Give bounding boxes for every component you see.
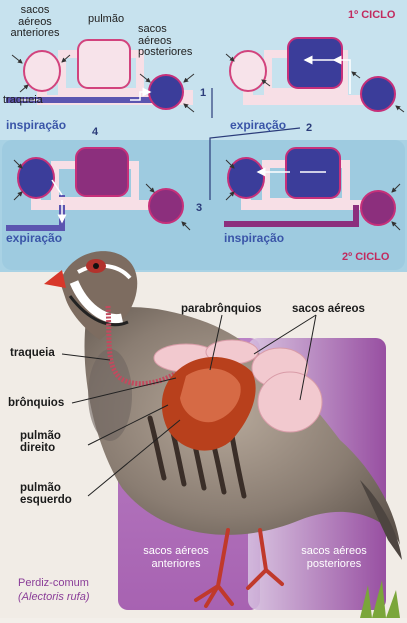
label-pulmao: pulmão [88,13,125,25]
trachea [105,305,180,387]
step-number-1: 1 [200,87,207,99]
label-posterior-box: sacos aéreos posteriores [301,545,367,571]
label-parabronquios: parabrônquios [181,303,262,315]
label-species-latin: (Alectoris rufa) [18,591,90,603]
label-sacos-posteriores: sacos aéreos posteriores [138,23,193,59]
label-cycle-1: 1º CICLO [348,9,396,21]
label-anterior-box: sacos aéreos anteriores [143,545,209,571]
label-traqueia-panel: traqueia [3,94,43,106]
label-step1-inspiracao: inspiração [6,118,67,132]
label-cycle-2: 2º CICLO [342,251,390,263]
label-traqueia: traqueia [10,347,55,359]
step1-diagram [6,39,195,113]
label-sacos-anteriores: sacos aéreos anteriores [10,4,60,40]
lung-left [180,368,241,423]
step4-diagram [6,147,191,231]
grass [360,580,400,618]
step-number-4: 4 [92,126,99,138]
label-species: Perdiz-comum [18,577,89,589]
label-step4-expiracao: expiração [6,231,63,245]
step3-diagram [224,147,401,231]
label-pulmao-esquerdo: pulmão esquerdo [20,482,72,507]
leader-lines [61,314,317,497]
label-bronquios: brônquios [8,397,65,409]
label-sacos-aereos: sacos aéreos [292,303,365,315]
step2-diagram [225,37,405,113]
label-step3-inspiracao: inspiração [224,231,285,245]
step-number-3: 3 [196,202,203,214]
cycle-arrow-2-3 [209,127,301,200]
label-pulmao-direito: pulmão direito [20,430,61,455]
label-step2-expiracao: expiração [230,118,287,132]
step-number-2: 2 [306,122,313,134]
